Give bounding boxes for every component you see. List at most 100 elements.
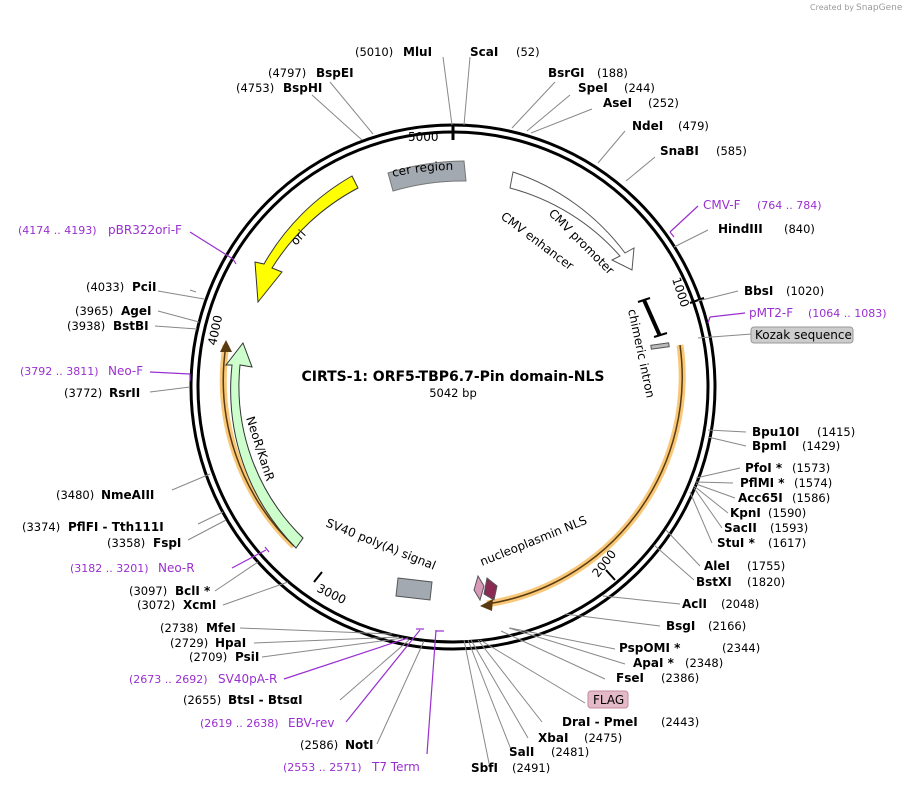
site-asei-name[interactable]: AseI	[603, 96, 632, 110]
site-fspi-position: (3358)	[107, 536, 145, 550]
site-alei-position: (1755)	[747, 559, 785, 573]
site-bpmi-position: (1429)	[802, 439, 840, 453]
site-agei-name[interactable]: AgeI	[121, 304, 151, 318]
site-pflfi-tth-name[interactable]: PflFI - Tth111I	[68, 520, 164, 534]
primer-neor-name[interactable]: Neo-R	[158, 561, 195, 575]
kozak-callout-box	[750, 326, 854, 344]
site-bsrgi-name[interactable]: BsrGI	[548, 66, 585, 80]
nls-label: nucleoplasmin NLS	[478, 513, 589, 569]
tick-label-4000: 4000	[205, 314, 225, 347]
site-fsei-name[interactable]: FseI	[616, 671, 644, 685]
orf-arc-line	[486, 344, 683, 605]
site-scai-name[interactable]: ScaI	[470, 45, 498, 59]
site-scai-position: (52)	[516, 45, 540, 59]
site-hpai-position: (2729)	[170, 636, 208, 650]
site-acc65i-name[interactable]: Acc65I	[738, 491, 783, 505]
site-btsi-position: (2655)	[183, 693, 221, 707]
plasmid-title: CIRTS-1: ORF5-TBP6.7-Pin domain-NLS	[302, 369, 605, 385]
site-mlui-name[interactable]: MluI	[403, 45, 432, 59]
primer-pbr322-name[interactable]: pBR322ori-F	[108, 223, 182, 237]
brand-text: SnapGene	[856, 3, 903, 13]
neor-kanr-feature	[224, 341, 304, 549]
site-pflmi-name[interactable]: PflMI *	[740, 476, 785, 490]
site-bspei-name[interactable]: BspEI	[316, 66, 354, 80]
site-bsgi-position: (2166)	[708, 619, 746, 633]
neo-arrowhead	[220, 340, 232, 352]
site-pflfi-tth-position: (3374)	[22, 520, 60, 534]
primer-sv40par-range: (2673 .. 2692)	[129, 673, 208, 686]
site-acli-name[interactable]: AclI	[682, 597, 707, 611]
site-bbsi-name[interactable]: BbsI	[744, 284, 773, 298]
site-psii-position: (2709)	[189, 650, 227, 664]
site-snabi-position: (585)	[716, 144, 747, 158]
kozak-callout-label[interactable]: Kozak sequence	[755, 328, 852, 342]
tick-mark-2000	[605, 569, 616, 581]
site-bpmi-name[interactable]: BpmI	[752, 439, 787, 453]
site-xcmi-position: (3072)	[137, 598, 175, 612]
primer-t7term-name[interactable]: T7 Term	[371, 760, 420, 774]
neo-arc-line	[222, 344, 295, 547]
site-sbfi-position: (2491)	[512, 761, 550, 775]
flag-callout-label[interactable]: FLAG	[593, 693, 624, 707]
site-bstxi-name[interactable]: BstXI	[696, 575, 732, 589]
site-psii-name[interactable]: PsiI	[235, 650, 259, 664]
primer-ebvrev-name[interactable]: EBV-rev	[288, 716, 334, 730]
site-kpni-position: (1590)	[768, 506, 806, 520]
primer-pmt2f-range: (1064 .. 1083)	[808, 307, 887, 320]
ori-feature	[254, 175, 359, 304]
site-apai-name[interactable]: ApaI *	[633, 656, 675, 670]
chimeric-intron-feature	[642, 299, 662, 337]
site-fspi-name[interactable]: FspI	[153, 536, 181, 550]
primer-t7term-range: (2553 .. 2571)	[283, 761, 362, 774]
site-sali-position: (2481)	[551, 745, 589, 759]
site-drai-pmei-position: (2443)	[661, 715, 699, 729]
site-hindiii-name[interactable]: HindIII	[718, 222, 763, 236]
site-spei-name[interactable]: SpeI	[578, 81, 608, 95]
sv40-polya-feature	[395, 577, 433, 601]
site-noti-name[interactable]: NotI	[345, 738, 374, 752]
site-bsgi-name[interactable]: BsgI	[666, 619, 695, 633]
site-xcmi-name[interactable]: XcmI	[183, 598, 216, 612]
primer-lines	[149, 205, 746, 755]
site-stui-name[interactable]: StuI *	[717, 536, 756, 550]
site-alei-name[interactable]: AleI	[704, 559, 730, 573]
site-mfei-name[interactable]: MfeI	[206, 621, 236, 635]
site-bstbi-position: (3938)	[67, 319, 105, 333]
site-fsei-position: (2386)	[661, 671, 699, 685]
site-bsphi-name[interactable]: BspHI	[283, 81, 322, 95]
site-drai-pmei-name[interactable]: DraI - PmeI	[562, 715, 638, 729]
site-sacii-name[interactable]: SacII	[724, 521, 757, 535]
primer-pmt2f-name[interactable]: pMT2-F	[749, 306, 793, 320]
site-snabi-name[interactable]: SnaBI	[660, 144, 699, 158]
site-mlui-position: (5010)	[355, 45, 393, 59]
site-ndei-name[interactable]: NdeI	[632, 119, 663, 133]
site-bpu10i-name[interactable]: Bpu10I	[752, 425, 799, 439]
cer-region-feature	[387, 160, 467, 192]
site-bstxi-position: (1820)	[747, 575, 785, 589]
site-sali-name[interactable]: SalI	[509, 745, 534, 759]
primer-cmvf-name[interactable]: CMV-F	[703, 198, 741, 212]
site-bstbi-name[interactable]: BstBI	[113, 319, 149, 333]
site-kpni-name[interactable]: KpnI	[730, 506, 761, 520]
site-rsrii-name[interactable]: RsrII	[109, 386, 140, 400]
site-xbai-name[interactable]: XbaI	[538, 731, 568, 745]
leader-lines	[149, 56, 753, 769]
tick-mark-1000	[689, 297, 705, 304]
site-pspomi-name[interactable]: PspOMI *	[619, 641, 681, 655]
primer-sv40par-name[interactable]: SV40pA-R	[218, 672, 277, 686]
site-bsphi-position: (4753)	[236, 81, 274, 95]
site-nmeaiii-name[interactable]: NmeAIII	[101, 488, 154, 502]
site-sbfi-name[interactable]: SbfI	[471, 761, 498, 775]
primer-neof-name[interactable]: Neo-F	[108, 364, 143, 378]
site-btsi-name[interactable]: BtsI - BtsαI	[228, 693, 303, 707]
site-bcli-name[interactable]: BclI *	[175, 584, 211, 598]
orf-arrowhead	[480, 599, 493, 611]
site-noti-position: (2586)	[300, 738, 338, 752]
site-pcii-name[interactable]: PciI	[132, 280, 157, 294]
site-apai-position: (2348)	[685, 656, 723, 670]
site-asei-position: (252)	[648, 96, 679, 110]
site-hpai-name[interactable]: HpaI	[215, 636, 246, 650]
site-pfoi-name[interactable]: PfoI *	[745, 461, 783, 475]
site-rsrii-position: (3772)	[64, 386, 102, 400]
